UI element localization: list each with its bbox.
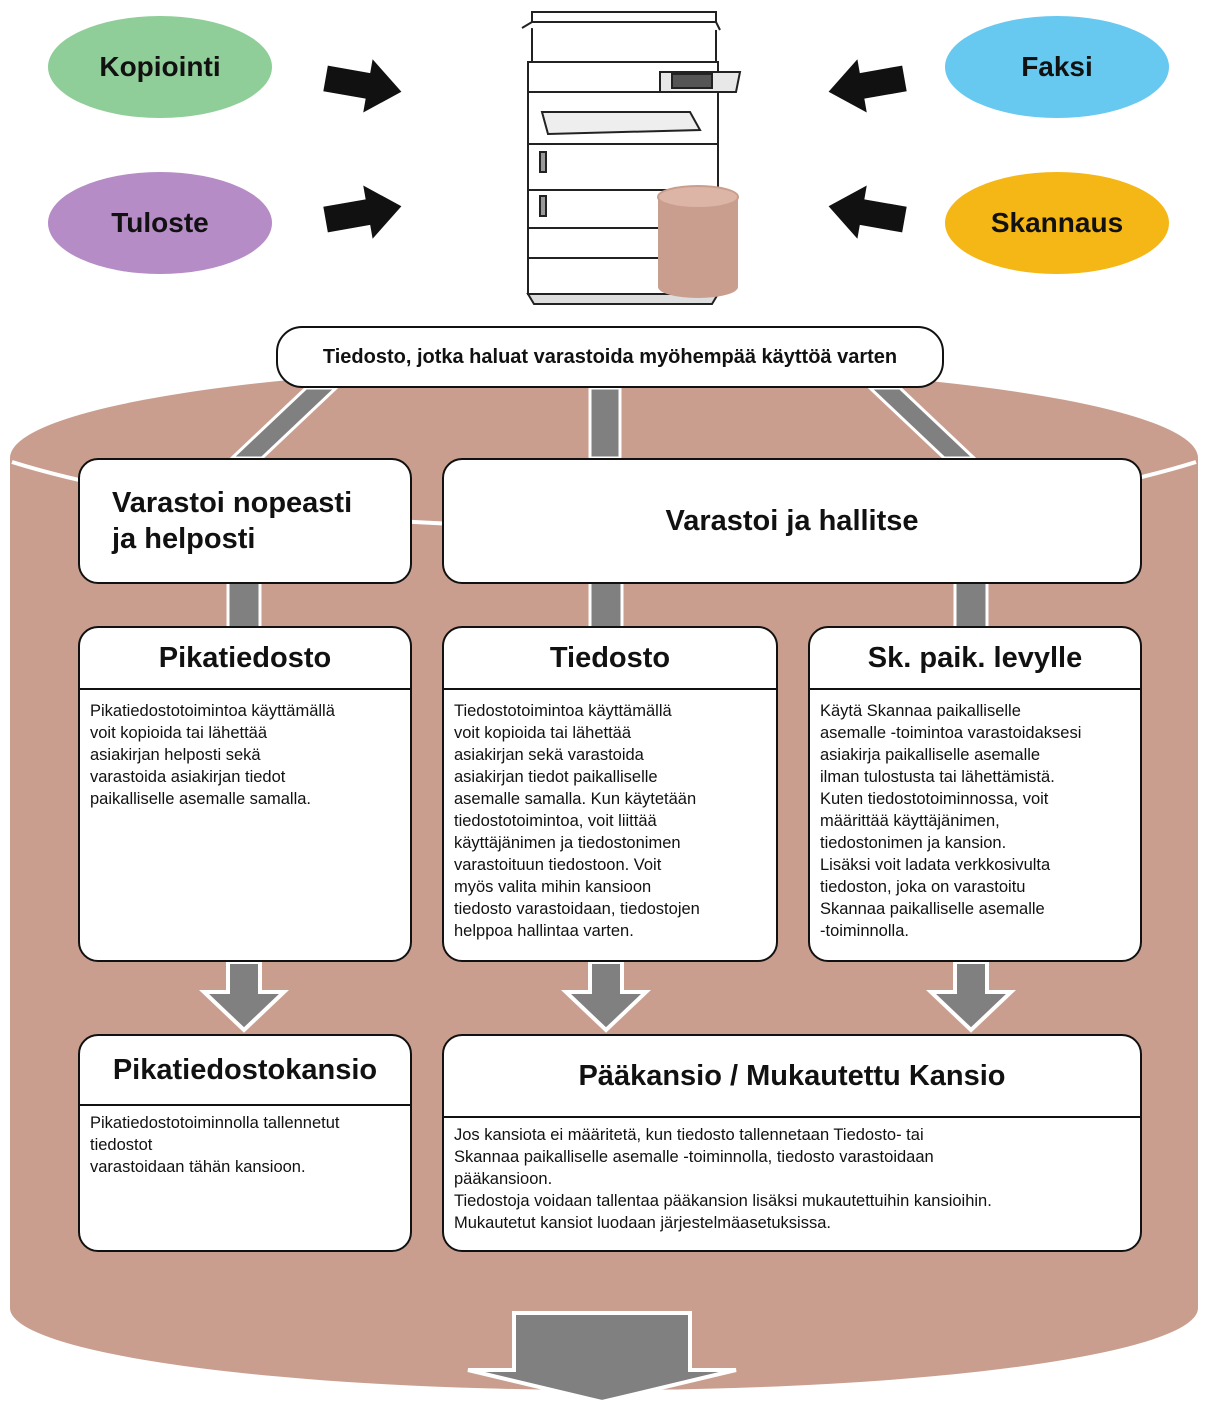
source-fax: Faksi bbox=[945, 16, 1169, 118]
folder-main-custom-title: Pääkansio / Mukautettu Kansio bbox=[578, 1059, 1006, 1092]
source-copy: Kopiointi bbox=[48, 16, 272, 118]
arrow-icon bbox=[828, 59, 907, 113]
folder-quick: Pikatiedostokansio Pikatiedostotoiminnol… bbox=[78, 1034, 412, 1252]
feature-filing-title: Tiedosto bbox=[549, 641, 671, 674]
feature-filing: Tiedosto Tiedostotoimintoa käyttämällä v… bbox=[442, 626, 778, 962]
feature-quick-file-text: Pikatiedostotoimintoa käyttämällä voit k… bbox=[80, 688, 410, 810]
feature-scan-local-text: Käytä Skannaa paikalliselle asemalle -to… bbox=[810, 688, 1140, 942]
feature-scan-local: Sk. paik. levylle Käytä Skannaa paikalli… bbox=[808, 626, 1142, 962]
folder-quick-text: Pikatiedostotoiminnolla tallennetut tied… bbox=[80, 1104, 410, 1178]
folder-main-custom: Pääkansio / Mukautettu Kansio Jos kansio… bbox=[442, 1034, 1142, 1252]
down-arrow-icon bbox=[560, 960, 652, 1033]
mode-quick-box: Varastoi nopeasti ja helposti bbox=[78, 458, 412, 584]
arrow-icon bbox=[323, 59, 402, 113]
arrow-icon bbox=[323, 185, 402, 239]
folder-main-custom-text: Jos kansiota ei määritetä, kun tiedosto … bbox=[444, 1116, 1140, 1234]
down-arrow-icon bbox=[198, 960, 290, 1033]
stored-files-label: Tiedosto, jotka haluat varastoida myöhem… bbox=[276, 326, 944, 388]
input-arrows bbox=[323, 59, 907, 239]
down-arrows bbox=[198, 960, 1017, 1402]
feature-filing-text: Tiedostotoimintoa käyttämällä voit kopio… bbox=[444, 688, 776, 942]
source-fax-label: Faksi bbox=[1021, 51, 1093, 82]
source-scan-label: Skannaus bbox=[990, 207, 1124, 238]
mode-quick-label: Varastoi nopeasti ja helposti bbox=[112, 487, 353, 555]
feature-quick-file-title: Pikatiedosto bbox=[158, 641, 332, 674]
down-arrow-icon bbox=[925, 960, 1017, 1033]
arrow-icon bbox=[828, 185, 907, 239]
mode-manage-label: Varastoi ja hallitse bbox=[665, 504, 919, 537]
big-down-arrow-icon bbox=[467, 1311, 737, 1402]
feature-scan-local-title: Sk. paik. levylle bbox=[867, 641, 1083, 674]
stored-files-text: Tiedosto, jotka haluat varastoida myöhem… bbox=[322, 345, 898, 368]
feature-quick-file: Pikatiedosto Pikatiedostotoimintoa käytt… bbox=[78, 626, 412, 962]
folder-quick-title: Pikatiedostokansio bbox=[112, 1053, 378, 1086]
hard-disk-icon bbox=[657, 185, 739, 298]
source-scan: Skannaus bbox=[945, 172, 1169, 274]
source-print-label: Tuloste bbox=[111, 207, 209, 238]
source-print: Tuloste bbox=[48, 172, 272, 274]
mode-manage-box: Varastoi ja hallitse bbox=[442, 458, 1142, 584]
source-copy-label: Kopiointi bbox=[99, 51, 221, 82]
connector-lines bbox=[226, 386, 989, 630]
